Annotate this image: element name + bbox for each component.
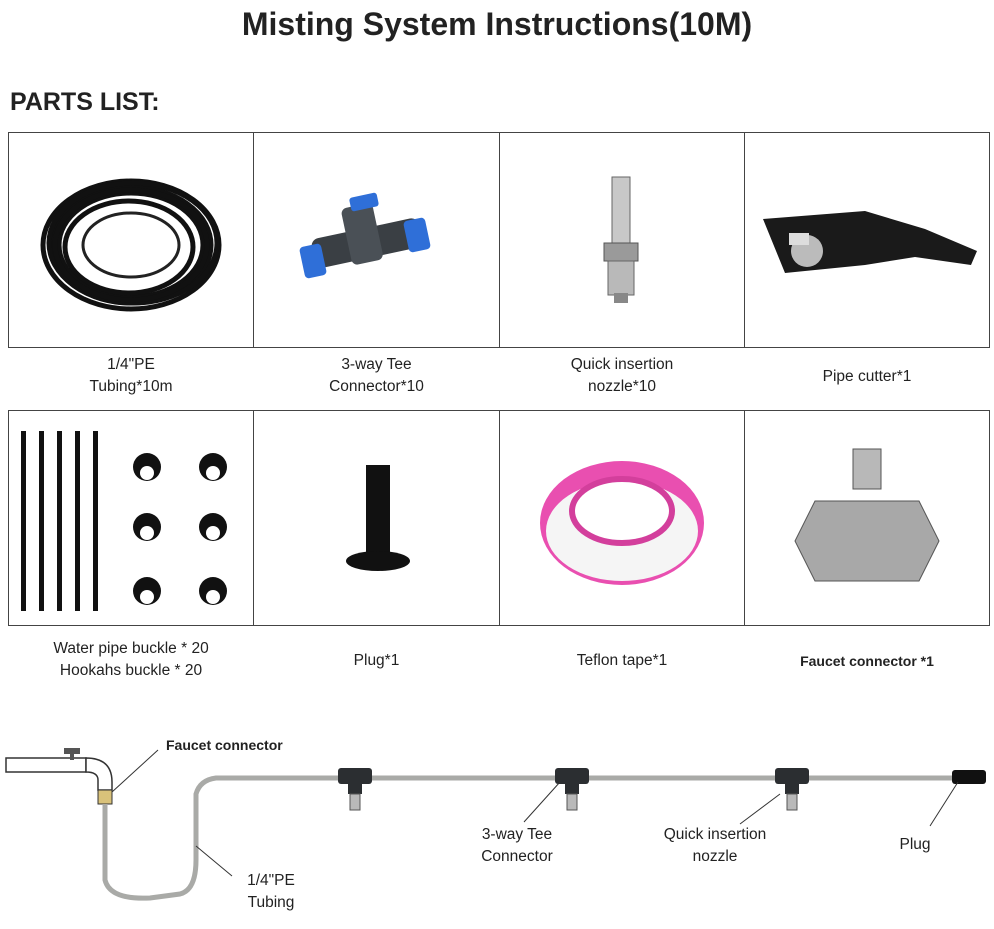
pipe-cutter-image: [763, 211, 977, 273]
parts-list-heading: PARTS LIST:: [10, 88, 160, 116]
caption-tape: Teflon tape*1: [576, 652, 668, 669]
teflon-tape-image: [540, 461, 704, 585]
page-title: Misting System Instructions(10M): [241, 6, 753, 42]
part-cell-tee: [253, 132, 500, 348]
label-faucet-connector: Faucet connector: [166, 737, 283, 753]
faucet-connector-image: [794, 448, 940, 582]
caption-cutter: Pipe cutter*1: [822, 368, 912, 385]
part-cell-faucet: [744, 410, 990, 626]
diagram-drawing: [5, 748, 986, 901]
tee-connector-image: [299, 192, 431, 279]
part-cell-nozzle: [499, 132, 745, 348]
tubing-coil-image: [40, 178, 222, 312]
part-cell-plug: [253, 410, 500, 626]
nozzle-image: [603, 176, 639, 303]
label-plug: Plug: [899, 836, 931, 853]
part-cell-buckles: [8, 410, 254, 626]
caption-plug: Plug*1: [353, 652, 400, 669]
caption-faucet: Faucet connector *1: [800, 653, 934, 669]
part-cell-tape: [499, 410, 745, 626]
buckles-image: [21, 431, 227, 611]
part-cell-tubing: [8, 132, 254, 348]
plug-image: [346, 465, 410, 571]
part-cell-cutter: [744, 132, 990, 348]
